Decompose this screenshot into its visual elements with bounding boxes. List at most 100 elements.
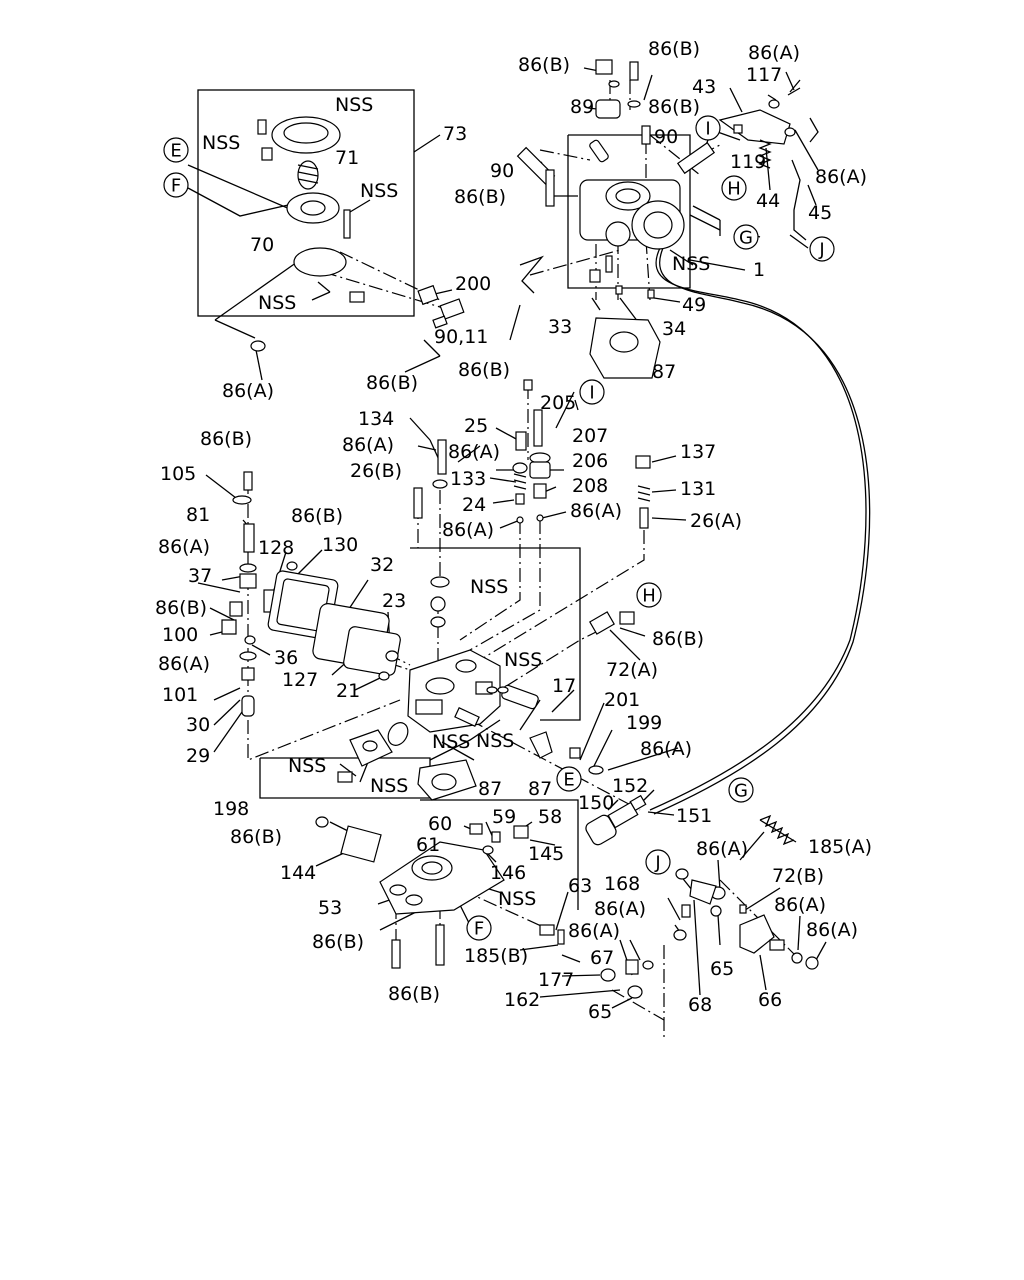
- label-87: 87: [528, 778, 552, 800]
- label-86a: 86(A): [815, 166, 867, 188]
- label-nss: NSS: [432, 731, 470, 753]
- callout-g-top: G: [733, 224, 759, 250]
- rod-45: [791, 159, 807, 241]
- label-61: 61: [416, 834, 440, 856]
- label-119: 119: [730, 151, 766, 173]
- label-206: 206: [572, 450, 608, 472]
- label-105: 105: [160, 463, 196, 485]
- label-30: 30: [186, 714, 210, 736]
- label-44: 44: [756, 190, 780, 212]
- label-90: 90: [490, 160, 514, 182]
- label-86a: 86(A): [570, 500, 622, 522]
- label-145: 145: [528, 843, 564, 865]
- label-86a: 86(A): [442, 519, 494, 541]
- label-25: 25: [464, 415, 488, 437]
- label-37: 37: [188, 565, 212, 587]
- callout-f-bottom: F: [466, 915, 492, 941]
- label-177: 177: [538, 969, 574, 991]
- label-24: 24: [462, 494, 486, 516]
- label-86a: 86(A): [774, 894, 826, 916]
- label-71: 71: [335, 147, 359, 169]
- float-chamber-cover-box: [197, 89, 415, 317]
- label-128: 128: [258, 537, 294, 559]
- svg-text:J: J: [654, 853, 660, 874]
- label-86a: 86(A): [448, 441, 500, 463]
- svg-text:G: G: [734, 781, 748, 802]
- label-23: 23: [382, 590, 406, 612]
- label-87: 87: [478, 778, 502, 800]
- callout-f-top: F: [163, 172, 189, 198]
- label-86b: 86(B): [648, 96, 700, 118]
- label-32: 32: [370, 554, 394, 576]
- label-86b: 86(B): [518, 54, 570, 76]
- main-body-box: [410, 547, 581, 721]
- part-shapes: [221, 59, 819, 999]
- label-117: 117: [746, 64, 782, 86]
- svg-text:H: H: [727, 179, 741, 200]
- svg-text:F: F: [171, 176, 181, 197]
- callout-h-top: H: [721, 175, 747, 201]
- label-86b: 86(B): [291, 505, 343, 527]
- label-49: 49: [682, 294, 706, 316]
- lever-68: [689, 879, 717, 905]
- label-nss: NSS: [370, 775, 408, 797]
- svg-text:H: H: [642, 586, 656, 607]
- lever-66: [739, 914, 775, 954]
- label-86a: 86(A): [806, 919, 858, 941]
- label-86a: 86(A): [342, 434, 394, 456]
- label-58: 58: [538, 806, 562, 828]
- svg-text:I: I: [589, 383, 594, 404]
- label-34: 34: [662, 318, 686, 340]
- label-201: 201: [604, 689, 640, 711]
- label-63: 63: [568, 875, 592, 897]
- svg-text:I: I: [705, 119, 710, 140]
- label-86a: 86(A): [158, 653, 210, 675]
- callout-j-top: J: [809, 236, 835, 262]
- label-65: 65: [710, 958, 734, 980]
- label-nss: NSS: [672, 253, 710, 275]
- label-152: 152: [612, 775, 648, 797]
- label-33: 33: [548, 316, 572, 338]
- label-86a: 86(A): [568, 920, 620, 942]
- svg-text:E: E: [170, 141, 181, 162]
- label-150: 150: [578, 792, 614, 814]
- label-86a: 86(A): [222, 380, 274, 402]
- label-130: 130: [322, 534, 358, 556]
- spring-44: [758, 139, 772, 169]
- svg-text:G: G: [739, 228, 753, 249]
- label-65: 65: [588, 1001, 612, 1023]
- label-208: 208: [572, 475, 608, 497]
- label-60: 60: [428, 813, 452, 835]
- label-17: 17: [552, 675, 576, 697]
- label-86b: 86(B): [648, 38, 700, 60]
- label-162: 162: [504, 989, 540, 1011]
- label-86b: 86(B): [652, 628, 704, 650]
- label-86b: 86(B): [366, 372, 418, 394]
- label-151: 151: [676, 805, 712, 827]
- label-100: 100: [162, 624, 198, 646]
- svg-text:E: E: [563, 770, 574, 791]
- label-86a: 86(A): [594, 898, 646, 920]
- label-72a: 72(A): [606, 659, 658, 681]
- label-53: 53: [318, 897, 342, 919]
- callout-e-mid: E: [556, 766, 582, 792]
- label-73: 73: [443, 123, 467, 145]
- label-86a: 86(A): [158, 536, 210, 558]
- label-185b: 185(B): [464, 945, 528, 967]
- label-133: 133: [450, 468, 486, 490]
- label-146: 146: [490, 862, 526, 884]
- label-127: 127: [282, 669, 318, 691]
- label-nss: NSS: [470, 576, 508, 598]
- label-81: 81: [186, 504, 210, 526]
- label-26a: 26(A): [690, 510, 742, 532]
- label-70: 70: [250, 234, 274, 256]
- label-45: 45: [808, 202, 832, 224]
- label-86b: 86(B): [388, 983, 440, 1005]
- reference-callouts: E F I H G J I H E G J F: [163, 115, 835, 941]
- label-86b: 86(B): [312, 931, 364, 953]
- label-101: 101: [162, 684, 198, 706]
- label-1: 1: [753, 259, 765, 281]
- callout-e-top: E: [163, 137, 189, 163]
- label-200: 200: [455, 273, 491, 295]
